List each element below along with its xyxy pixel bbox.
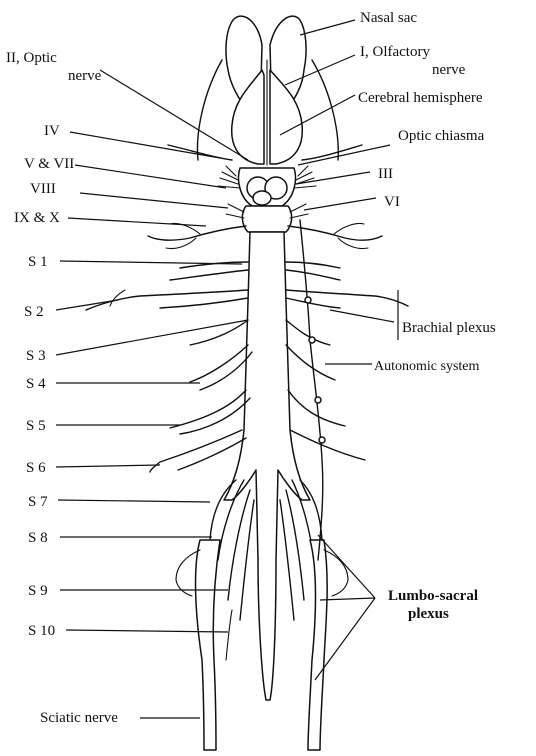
label-s9: S 9 bbox=[28, 583, 48, 599]
label-sciatic-nerve: Sciatic nerve bbox=[40, 710, 118, 726]
label-olfactory-nerve: I, Olfactory bbox=[360, 44, 430, 60]
label-cerebral-hemisphere: Cerebral hemisphere bbox=[358, 90, 483, 106]
label-s3: S 3 bbox=[26, 348, 46, 364]
spinal-cord bbox=[224, 232, 310, 700]
label-cn-vi: VI bbox=[384, 194, 400, 210]
leader-lines bbox=[56, 20, 398, 718]
label-optic-nerve: II, Optic bbox=[6, 50, 57, 66]
label-s2: S 2 bbox=[24, 304, 44, 320]
label-cn-viii: VIII bbox=[30, 181, 56, 197]
label-optic-nerve-2: nerve bbox=[68, 68, 102, 84]
olfactory-arc-right bbox=[312, 60, 338, 160]
label-cn-v-vii: V & VII bbox=[24, 156, 74, 172]
olfactory-arc-left bbox=[197, 60, 222, 160]
label-s8: S 8 bbox=[28, 530, 48, 546]
label-olfactory-nerve-2: nerve bbox=[432, 62, 466, 78]
label-autonomic-system: Autonomic system bbox=[374, 359, 479, 374]
label-s6: S 6 bbox=[26, 460, 46, 476]
left-spinal-nerves bbox=[86, 223, 254, 750]
label-nasal-sac: Nasal sac bbox=[360, 10, 417, 26]
label-s10: S 10 bbox=[28, 623, 55, 639]
label-s4: S 4 bbox=[26, 376, 46, 392]
label-lumbo-sacral: Lumbo-sacral bbox=[388, 588, 478, 604]
label-cn-iii: III bbox=[378, 166, 393, 182]
label-s5: S 5 bbox=[26, 418, 46, 434]
label-cn-ix-x: IX & X bbox=[14, 210, 60, 226]
label-cn-iv: IV bbox=[44, 123, 60, 139]
label-lumbo-sacral-2: plexus bbox=[408, 606, 449, 622]
brain bbox=[168, 16, 362, 232]
label-s1: S 1 bbox=[28, 254, 48, 270]
label-brachial-plexus: Brachial plexus bbox=[402, 320, 496, 336]
label-s7: S 7 bbox=[28, 494, 48, 510]
label-optic-chiasma: Optic chiasma bbox=[398, 128, 485, 144]
